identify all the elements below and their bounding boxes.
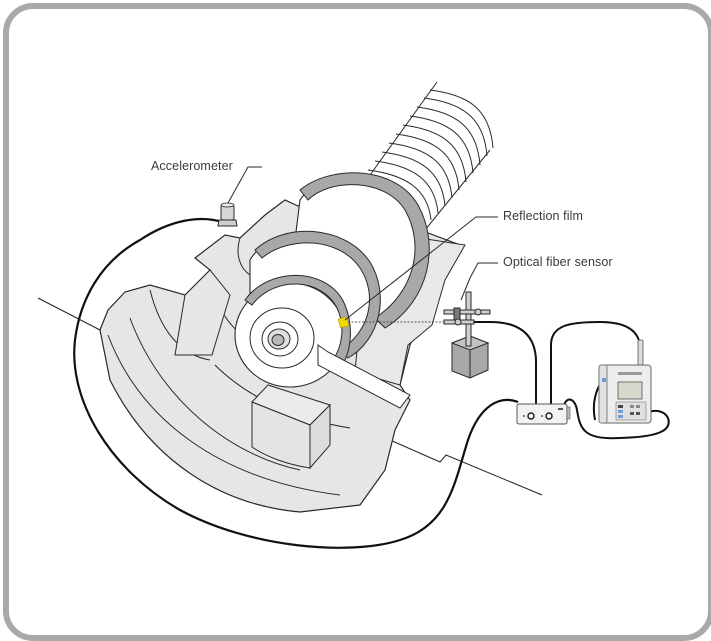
housing-arc-3 bbox=[149, 289, 211, 361]
optical-fiber-sensor-leader bbox=[460, 262, 498, 301]
label-reflection-film: Reflection film bbox=[503, 209, 583, 223]
reflection-film-leader bbox=[344, 216, 498, 321]
accelerometer-icon bbox=[217, 202, 238, 227]
label-accelerometer: Accelerometer bbox=[151, 159, 233, 173]
label-optical-fiber-sensor: Optical fiber sensor bbox=[503, 255, 613, 269]
accelerometer-cable bbox=[73, 217, 519, 549]
reference-line-left bbox=[37, 297, 101, 331]
housing-notch bbox=[174, 269, 231, 356]
reflection-film-marker bbox=[337, 316, 350, 329]
housing-arc-6 bbox=[237, 237, 251, 276]
reference-line-right bbox=[389, 439, 543, 496]
amplifier-to-analyzer-cable bbox=[550, 320, 641, 404]
housing-arc-1 bbox=[107, 334, 341, 496]
bearing-block-side bbox=[309, 403, 331, 470]
signal-amplifier bbox=[516, 403, 571, 425]
flange-back-band bbox=[299, 172, 430, 329]
housing-arc-2 bbox=[129, 317, 301, 471]
accelerometer-leader bbox=[227, 166, 262, 204]
flange-middle-band bbox=[254, 230, 381, 359]
optical-fiber-sensor-stand bbox=[443, 291, 491, 379]
analyzer-return-cable bbox=[562, 398, 670, 440]
optical-fiber-cable bbox=[474, 321, 537, 404]
support-strut bbox=[317, 344, 411, 409]
vibration-analyzer bbox=[598, 339, 652, 424]
shaft-center bbox=[271, 334, 285, 346]
